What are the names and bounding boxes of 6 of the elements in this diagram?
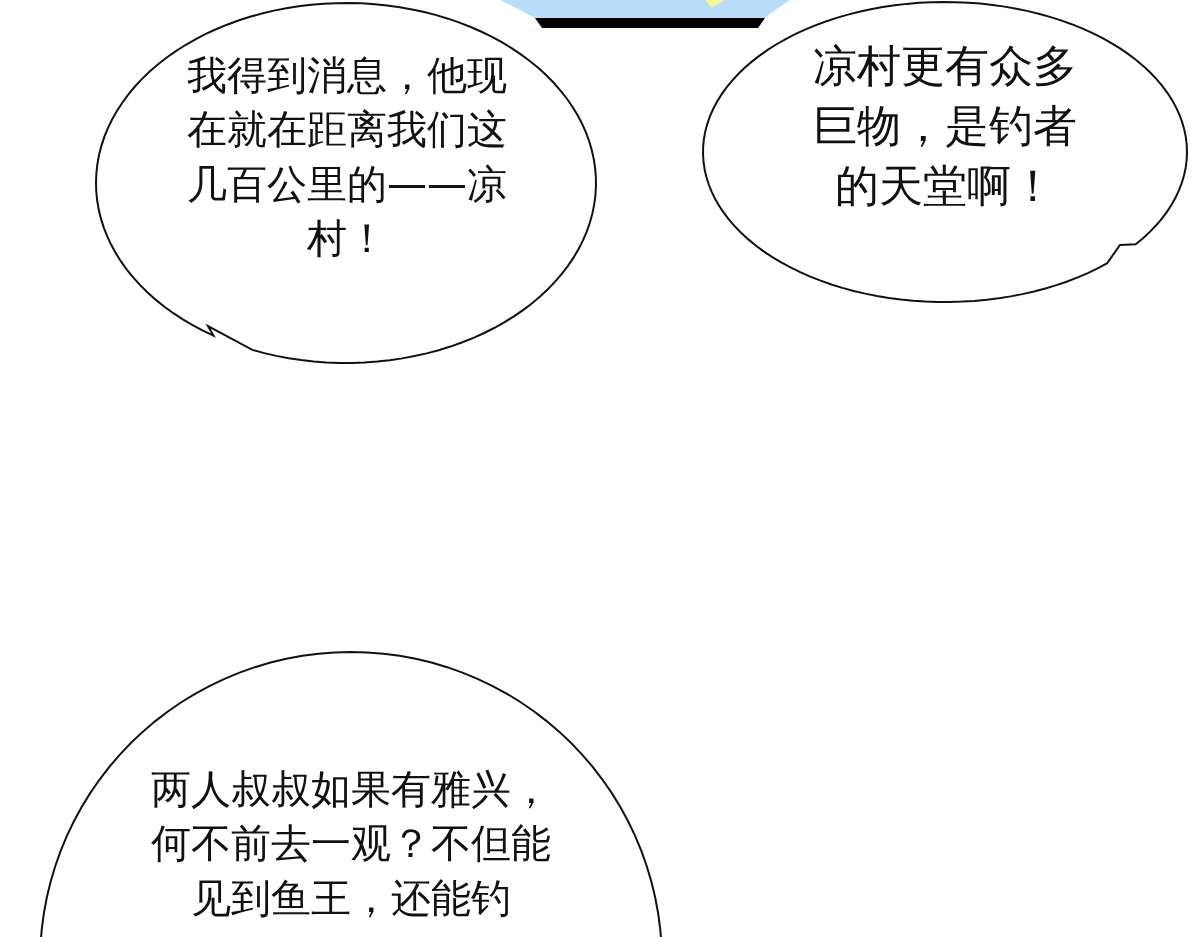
- speech-text: 我得到消息，他现在就在距离我们这几百公里的——凉村！: [186, 51, 508, 264]
- speech-bubble: [95, 2, 597, 364]
- speech-bubble: [39, 651, 663, 937]
- speech-text: 两人叔叔如果有雅兴，何不前去一观？不但能见到鱼王，还能钓: [150, 765, 552, 923]
- speech-text: 凉村更有众多巨物，是钓者的天堂啊！: [812, 39, 1078, 213]
- speech-bubble: [702, 1, 1188, 303]
